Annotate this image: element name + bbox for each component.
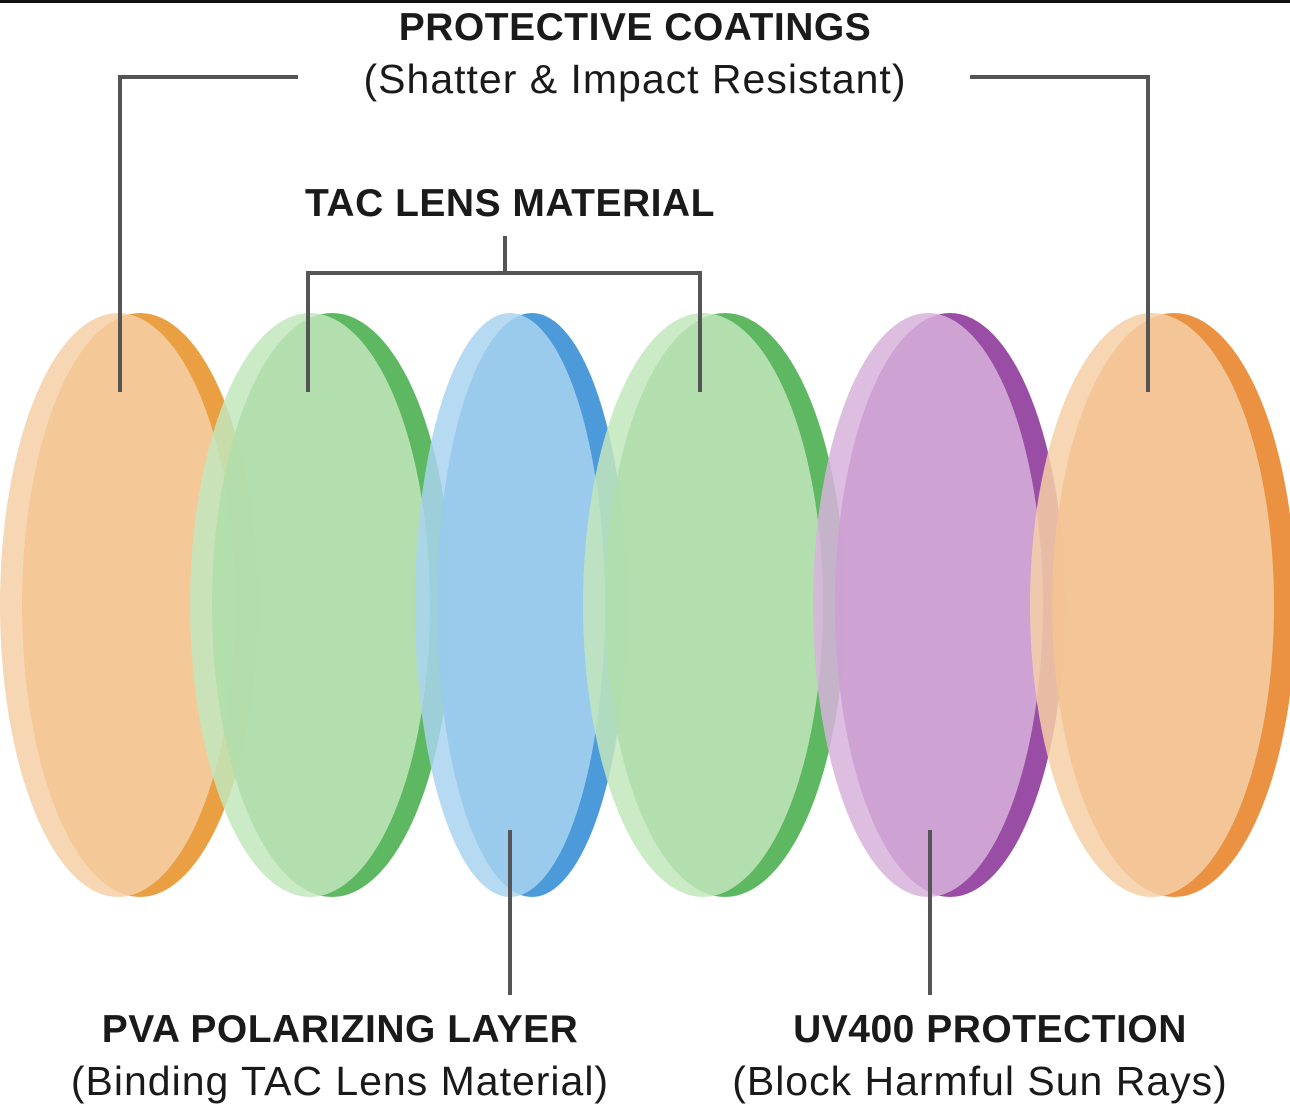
lens-face [813, 313, 1043, 897]
tac-lens-title: TAC LENS MATERIAL [304, 182, 716, 225]
lens-face [583, 313, 823, 897]
top-border [0, 0, 1290, 3]
lens-protective-coating-front [0, 313, 258, 897]
lens-uv400 [813, 313, 1065, 897]
protective-coatings-subtitle: (Shatter & Impact Resistant) [363, 56, 907, 102]
leader-protective-left [118, 75, 298, 392]
uv400-title: UV400 PROTECTION [793, 1008, 1187, 1051]
lens-tac-lens-back [583, 313, 845, 897]
lens-face [1030, 313, 1274, 897]
pva-layer-subtitle: (Binding TAC Lens Material) [70, 1058, 610, 1104]
lens-face [0, 313, 236, 897]
pva-layer-title: PVA POLARIZING LAYER [101, 1008, 579, 1051]
lens-protective-coating-back [1030, 313, 1290, 897]
protective-coatings-title: PROTECTIVE COATINGS [398, 6, 872, 49]
uv400-subtitle: (Block Harmful Sun Rays) [732, 1058, 1228, 1104]
lens-pva-polarizing [415, 313, 627, 897]
lens-face [190, 313, 430, 897]
lens-tac-lens-front [190, 313, 452, 897]
leader-protective-right [970, 75, 1150, 392]
lens-face [415, 313, 605, 897]
